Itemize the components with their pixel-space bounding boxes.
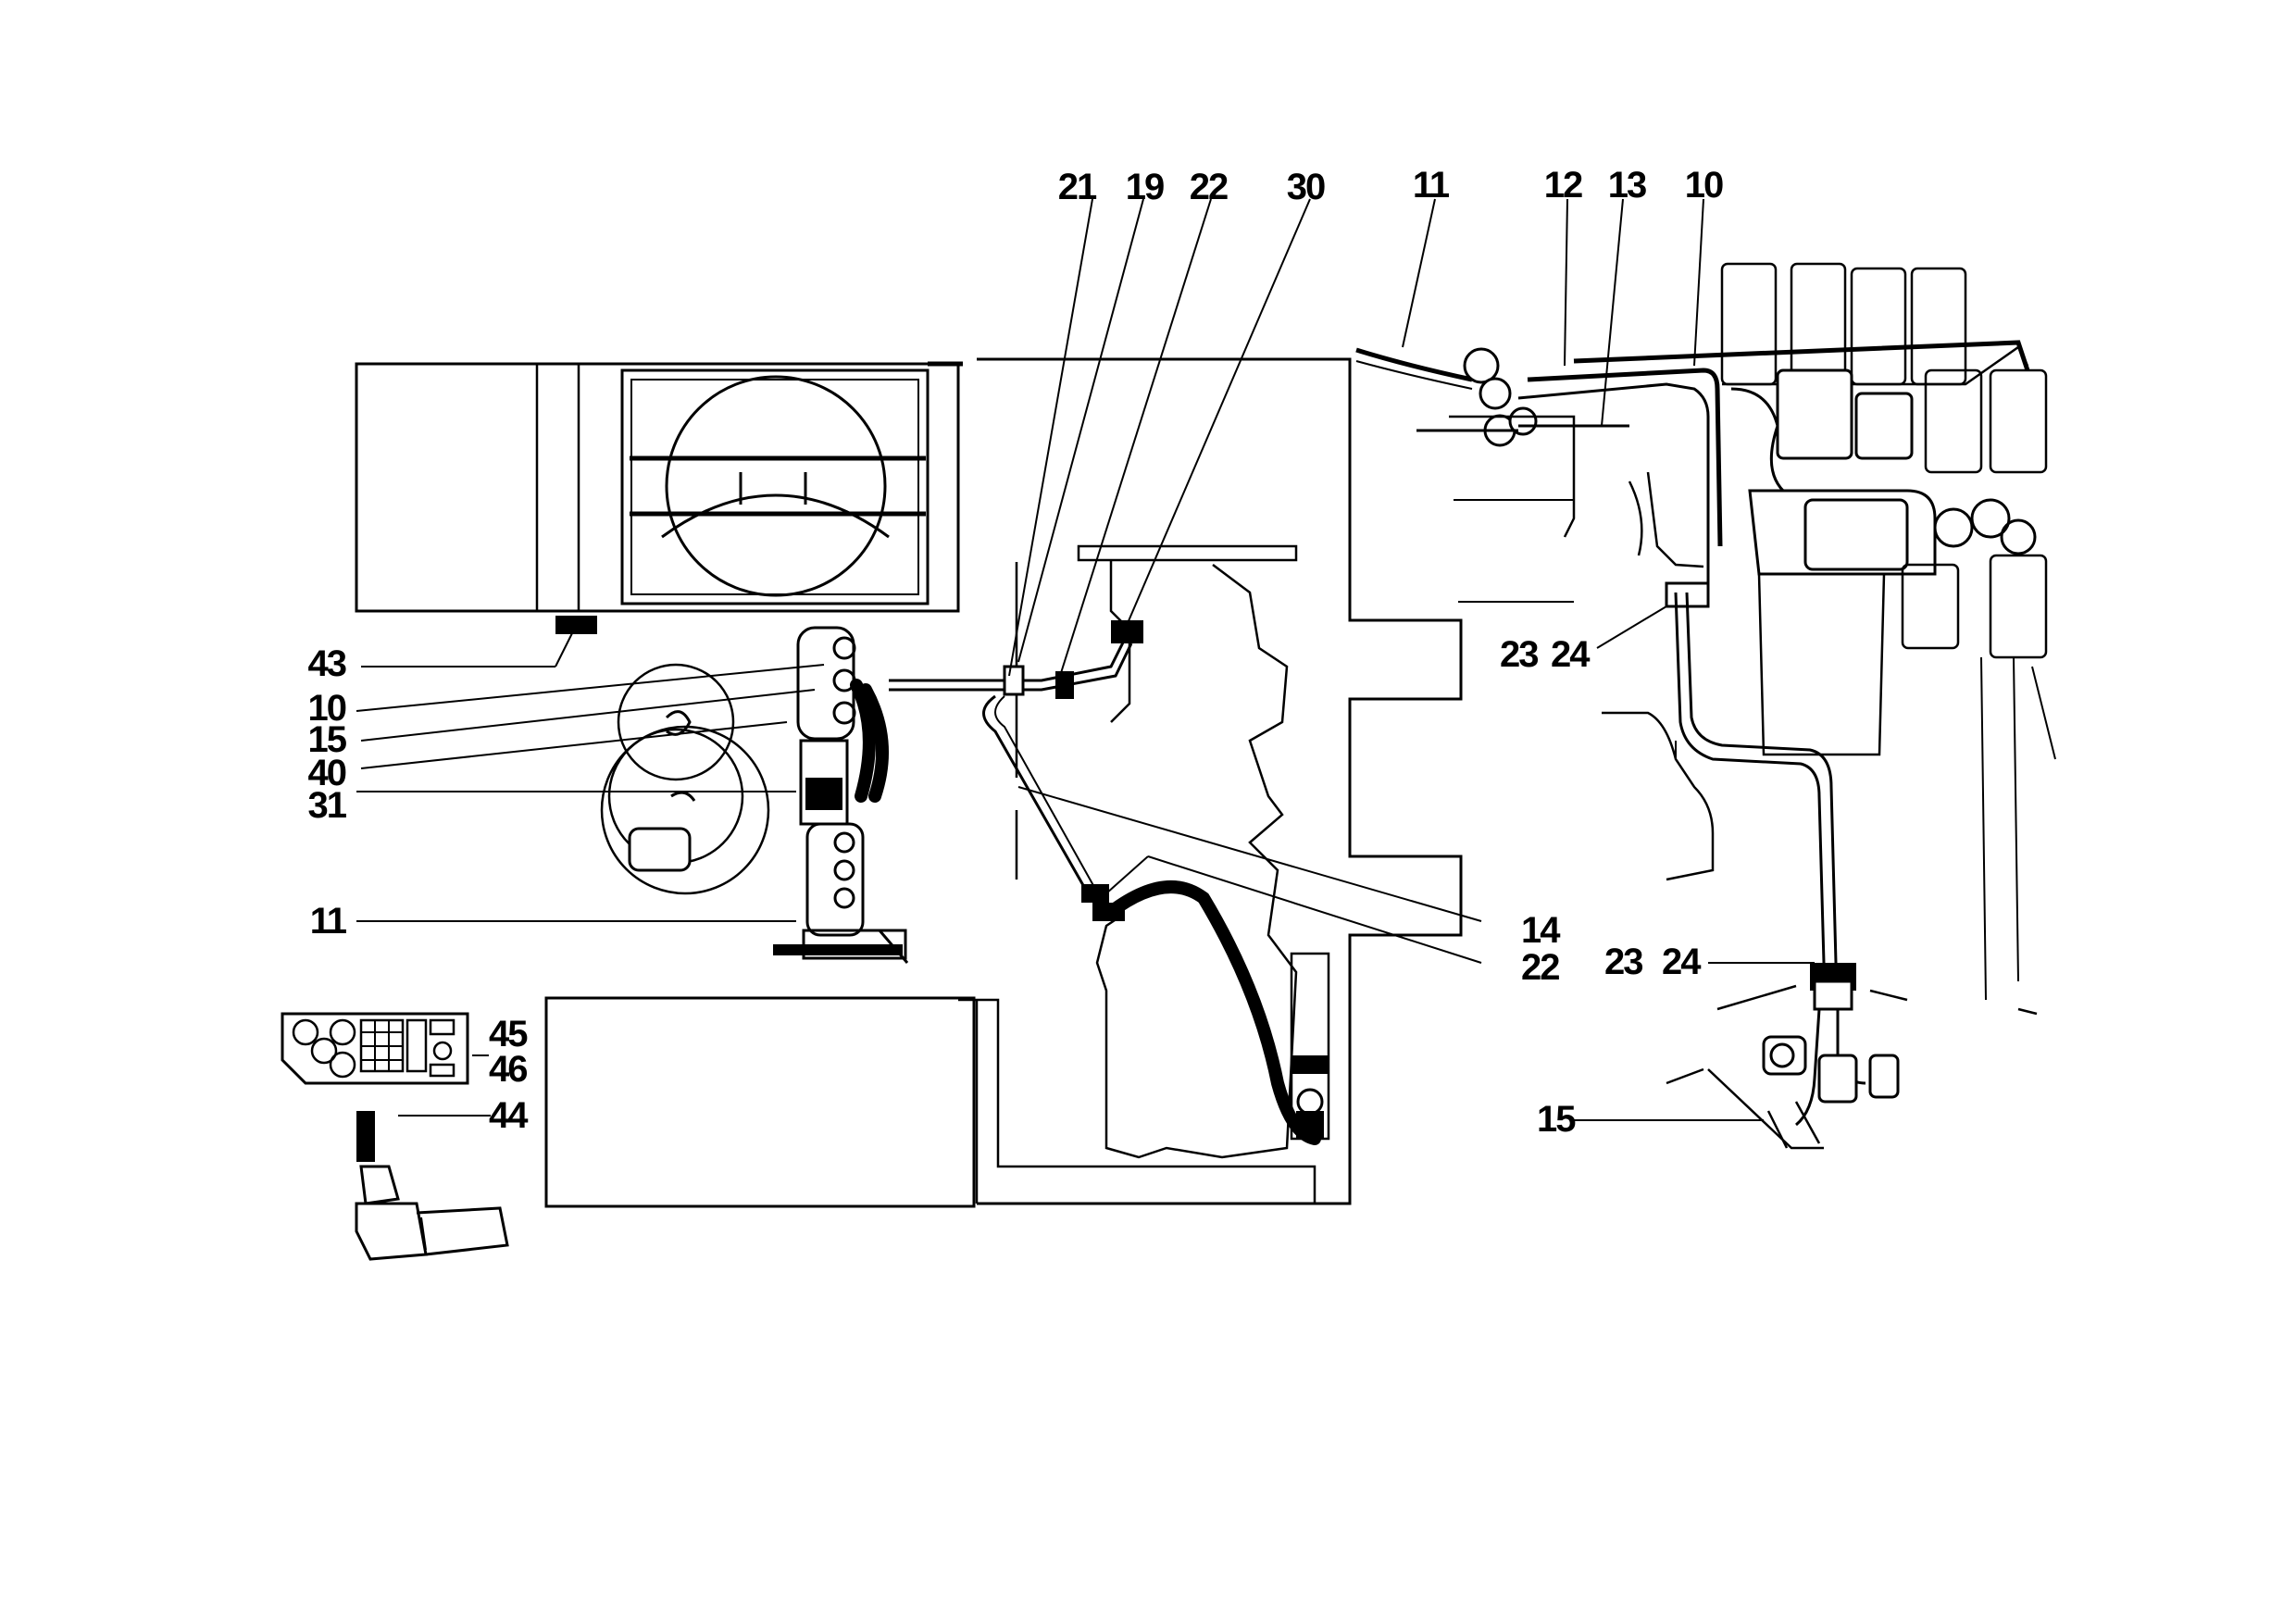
callout-14: 14 — [1521, 910, 1561, 951]
callout-45: 45 — [489, 1014, 528, 1054]
callout-23-lower: 23 — [1604, 942, 1642, 982]
leader-lines — [356, 198, 1815, 1121]
pump-discs — [600, 663, 770, 895]
callout-11-left: 11 — [310, 901, 347, 942]
callout-10-top: 10 — [1685, 165, 1723, 206]
callout-19-top: 19 — [1126, 167, 1164, 207]
callout-22-top: 22 — [1190, 167, 1228, 207]
callout-40: 40 — [308, 753, 346, 793]
callout-31: 31 — [308, 785, 347, 826]
callout-44: 44 — [489, 1095, 529, 1136]
engine-assembly — [1355, 262, 2056, 1001]
callout-21-top: 21 — [1058, 167, 1097, 207]
callout-13-top: 13 — [1608, 165, 1646, 206]
callout-46: 46 — [489, 1049, 527, 1090]
valve-block — [773, 626, 909, 964]
callout-15-left: 15 — [308, 719, 347, 760]
callout-labels: 21 19 22 30 11 12 13 10 43 10 15 40 31 1… — [308, 165, 1725, 1140]
callout-22-mid: 22 — [1521, 947, 1559, 988]
joystick — [355, 1111, 509, 1261]
hydraulic-lines-centre — [889, 620, 1329, 1145]
callout-12-top: 12 — [1544, 165, 1582, 206]
callout-30-top: 30 — [1287, 167, 1325, 207]
callout-10-left: 10 — [308, 688, 346, 729]
switch-panel — [281, 1012, 469, 1085]
hydraulic-lines-right — [1666, 592, 2038, 1150]
callout-24-lower: 24 — [1662, 942, 1702, 982]
callout-23-upper: 23 — [1500, 634, 1538, 675]
chassis-outline — [544, 357, 1463, 1208]
radiator-housing — [355, 361, 963, 634]
callout-15-right: 15 — [1537, 1099, 1576, 1140]
callout-43: 43 — [308, 643, 346, 684]
callout-24-upper: 24 — [1551, 634, 1591, 675]
callout-11-top: 11 — [1413, 165, 1450, 206]
